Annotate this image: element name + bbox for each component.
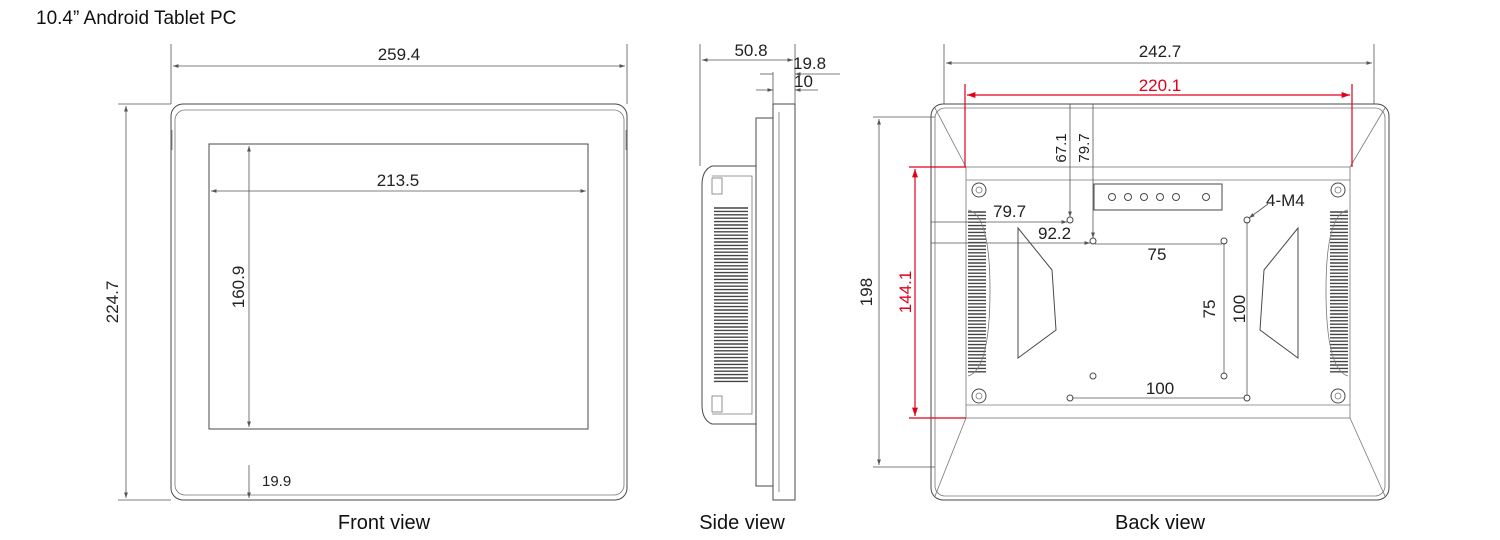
back-io-ports	[1108, 193, 1210, 201]
back-housing	[965, 166, 1351, 419]
front-screen	[208, 143, 589, 430]
back-hole-h1-label: 79.7	[993, 202, 1026, 221]
side-front-frame	[772, 103, 796, 501]
back-right-handle	[1259, 226, 1299, 359]
front-screen-width-label: 213.5	[377, 171, 420, 190]
back-vesa100-h-label: 100	[1146, 379, 1174, 398]
back-cutout-height-label: 144.1	[896, 271, 915, 314]
io-port	[1202, 193, 1210, 201]
front-inner-frame	[174, 109, 625, 496]
side-vent-grille	[714, 207, 748, 383]
back-hole-v1-label: 67.1	[1053, 133, 1070, 162]
front-view-caption: Front view	[338, 512, 431, 534]
back-view-caption: Back view	[1115, 512, 1206, 534]
front-bezel-label: 19.9	[262, 473, 291, 490]
side-rear-housing	[701, 165, 756, 425]
side-view-caption: Side view	[699, 512, 785, 534]
front-screen-height-label: 160.9	[229, 266, 248, 309]
io-port	[1108, 193, 1116, 201]
back-vesa75-v-label: 75	[1200, 300, 1219, 319]
back-view: 242.7 220.1 198 144.1 67.1 79.7 79.7 92.…	[857, 42, 1390, 534]
side-frame-label: 10	[794, 72, 813, 91]
back-io-panel	[1093, 183, 1223, 211]
back-vesa75-h-label: 75	[1148, 245, 1167, 264]
io-port	[1140, 193, 1148, 201]
back-cutout-width-label: 220.1	[1139, 76, 1182, 95]
back-screw-label: 4-M4	[1266, 191, 1305, 210]
side-depth-label: 50.8	[734, 41, 767, 60]
io-port	[1172, 193, 1180, 201]
front-height-label: 224.7	[103, 281, 122, 324]
back-hole-h2-label: 92.2	[1038, 224, 1071, 243]
front-outer-frame	[170, 103, 628, 501]
side-view: 50.8 19.8 10 Side view	[699, 41, 840, 534]
io-port	[1124, 193, 1132, 201]
back-width-label: 242.7	[1139, 42, 1182, 61]
io-port	[1156, 193, 1164, 201]
back-right-vent	[1330, 211, 1348, 373]
back-left-handle	[1017, 226, 1057, 359]
back-left-vent	[968, 211, 986, 373]
back-corner-holes	[971, 182, 1346, 404]
back-outer-frame	[930, 103, 1390, 501]
front-view: 259.4 224.7 213.5 160.9 19.9 Front view	[103, 44, 628, 534]
back-hole-v2-label: 79.7	[1076, 133, 1093, 162]
side-flange	[755, 117, 774, 487]
back-height-label: 198	[857, 278, 876, 306]
front-width-label: 259.4	[378, 45, 421, 64]
drawing-title: 10.4” Android Tablet PC	[36, 8, 236, 29]
side-flange-label: 19.8	[793, 54, 826, 73]
back-vesa100-v-label: 100	[1230, 295, 1249, 323]
